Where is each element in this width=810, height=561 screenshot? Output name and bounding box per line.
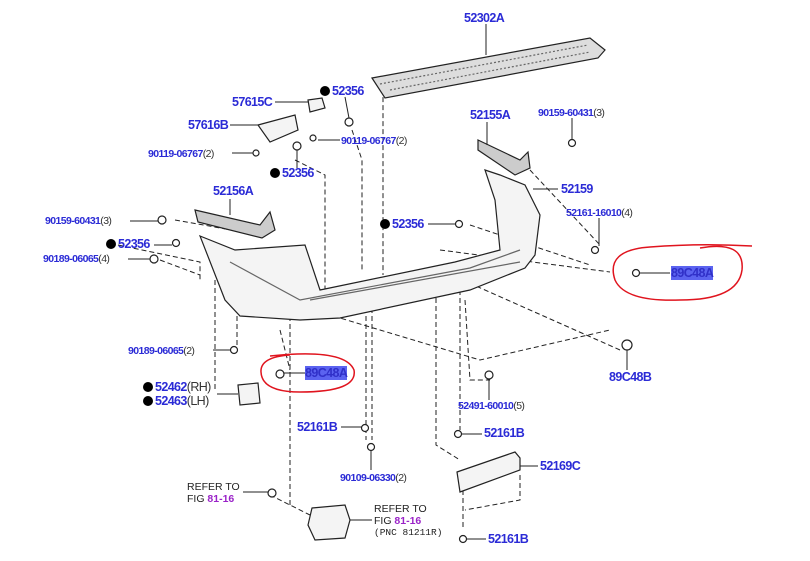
garnish-52169C (456, 451, 521, 493)
label-90189-06065: 90189-06065(2) (128, 344, 195, 358)
new-part-dot-icon (143, 382, 153, 392)
fasteners (149, 117, 641, 544)
label-52161B: 52161B (488, 532, 529, 546)
new-part-dot-icon (270, 168, 280, 178)
part-number: 52356 (282, 166, 314, 180)
part-number: 52491-60010 (458, 400, 514, 412)
fig-text: FIG (374, 515, 395, 527)
part-number: 52356 (118, 237, 150, 251)
label-52356: 52356 (106, 237, 150, 251)
refer-text: REFER TO (187, 481, 240, 493)
quantity: (5) (513, 400, 525, 412)
part-number: 90159-60431 (538, 107, 594, 119)
new-part-dot-icon (106, 239, 116, 249)
refer-to-note: REFER TO FIG 81-16 (PNC 81211R) (374, 503, 442, 539)
label-90159-60431: 90159-60431(3) (538, 106, 605, 120)
part-number: 52463 (155, 394, 187, 408)
label-52356: 52356 (270, 166, 314, 180)
label-90119-06767: 90119-06767(2) (341, 134, 407, 148)
part-number: 90109-06330 (340, 472, 396, 484)
label-52159: 52159 (561, 182, 593, 196)
label-52462: 52462(RH) (143, 380, 211, 394)
label-52491-60010: 52491-60010(5) (458, 399, 525, 413)
fig-link[interactable]: 81-16 (394, 515, 422, 527)
red-highlight-circles (260, 243, 753, 393)
part-number: 90189-06065 (43, 253, 99, 265)
bumper-cover (198, 169, 541, 321)
quantity: (3) (100, 215, 112, 227)
part-number: 52462 (155, 380, 187, 394)
quantity: (4) (98, 253, 110, 265)
label-52155A: 52155A (470, 108, 511, 122)
label-90159-60431: 90159-60431(3) (45, 214, 112, 228)
side: (RH) (186, 380, 212, 394)
label-52356: 52356 (320, 84, 364, 98)
part-shapes (194, 37, 606, 541)
label-52302A: 52302A (464, 11, 505, 25)
part-number: 90159-60431 (45, 215, 101, 227)
bracket-52156A (194, 209, 276, 239)
label-52161B: 52161B (484, 426, 525, 440)
label-52161-16010: 52161-16010(4) (566, 206, 633, 220)
side: (LH) (186, 394, 210, 408)
part-number: 52356 (332, 84, 364, 98)
bracket-52155A (477, 139, 531, 176)
quantity: (2) (183, 345, 195, 357)
fog-lamp (307, 504, 351, 541)
new-part-dot-icon (380, 219, 390, 229)
new-part-dot-icon (320, 86, 330, 96)
label-90119-06767: 90119-06767(2) (148, 147, 214, 161)
new-part-dot-icon (143, 396, 153, 406)
quantity: (3) (593, 107, 605, 119)
part-number: 52356 (392, 217, 424, 231)
label-89C48B: 89C48B (609, 370, 652, 384)
leader-lines (128, 24, 670, 540)
label-52156A: 52156A (213, 184, 254, 198)
label-52169C: 52169C (540, 459, 581, 473)
refer-text: REFER TO (374, 503, 427, 515)
label-90109-06330: 90109-06330(2) (340, 471, 407, 485)
part-number: 90189-06065 (128, 345, 184, 357)
label-52463: 52463(LH) (143, 394, 209, 408)
label-52356: 52356 (380, 217, 424, 231)
label-52161B: 52161B (297, 420, 338, 434)
label-57616B: 57616B (188, 118, 229, 132)
label-89C48A-highlighted: 89C48A (305, 366, 348, 380)
quantity: (4) (621, 207, 633, 219)
bracket-57616B (257, 114, 299, 143)
label-90189-06065: 90189-06065(4) (43, 252, 110, 266)
pnc-text: (PNC 81211R) (374, 527, 443, 538)
step-pad-52302A (371, 37, 606, 99)
part-number: 90119-06767 (341, 135, 396, 147)
fig-text: FIG (187, 493, 208, 505)
bracket-57615C (307, 97, 326, 113)
label-89C48A-highlighted: 89C48A (671, 266, 714, 280)
refer-to-note: REFER TO FIG 81-16 (187, 481, 240, 505)
part-number: 90119-06767 (148, 148, 203, 160)
label-57615C: 57615C (232, 95, 273, 109)
reflector-52462 (237, 382, 261, 406)
part-number: 52161-16010 (566, 207, 622, 219)
quantity: (2) (395, 135, 408, 147)
quantity: (2) (202, 148, 215, 160)
quantity: (2) (395, 472, 407, 484)
fig-link[interactable]: 81-16 (207, 493, 235, 505)
